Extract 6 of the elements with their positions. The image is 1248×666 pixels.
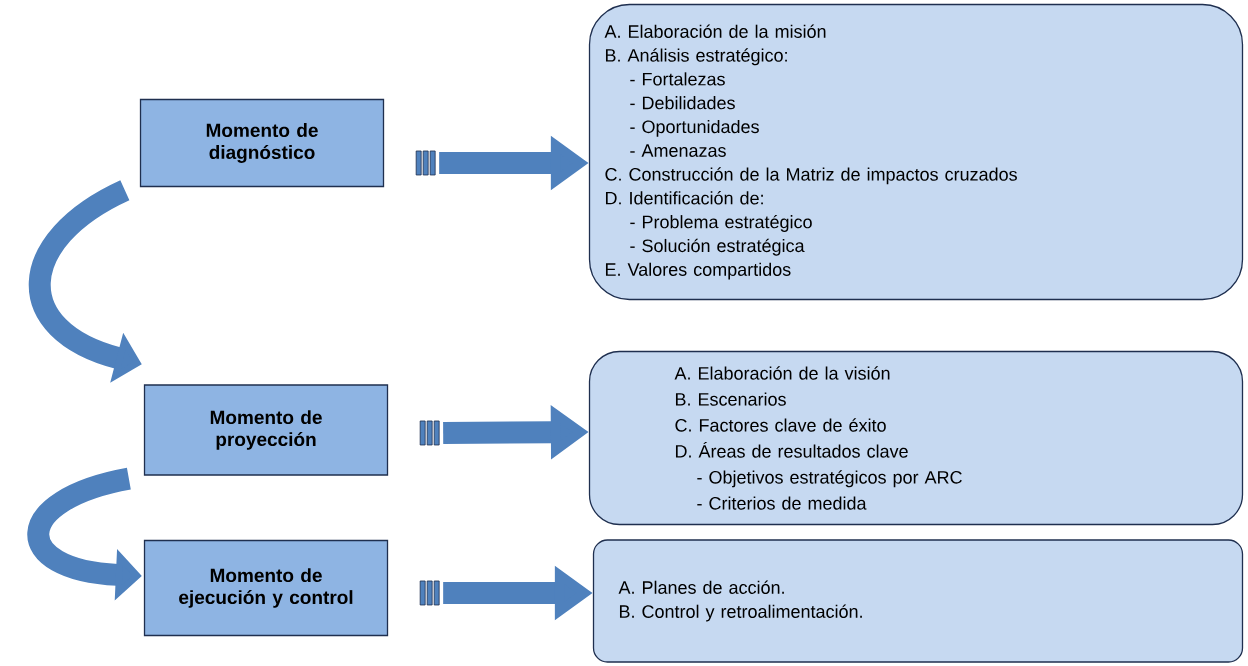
list-box: A. Elaboración de la visión B. Escenarios C. Factores clave de éxito D. Áreas de resultados clave - Objetivos estratégicos por ARC - Criterios de medida <box>588 350 1244 526</box>
list-box: A. Planes de acción. B. Control y retroalimentación. <box>592 539 1244 663</box>
list-box: A. Elaboración de la misión B. Análisis estratégico: - Fortalezas - Debilidades - Oportunidades - Amenazas C. Construcción de la Matriz de impactos cruzados D. Identificación de: - Problema estratégico - Solución estratégica E. Valores compartidos <box>588 3 1244 301</box>
stage-box: Momento de ejecución y control <box>143 539 389 637</box>
stage-box: Momento de diagnóstico <box>139 98 385 188</box>
stage-box: Momento de proyección <box>143 384 389 476</box>
